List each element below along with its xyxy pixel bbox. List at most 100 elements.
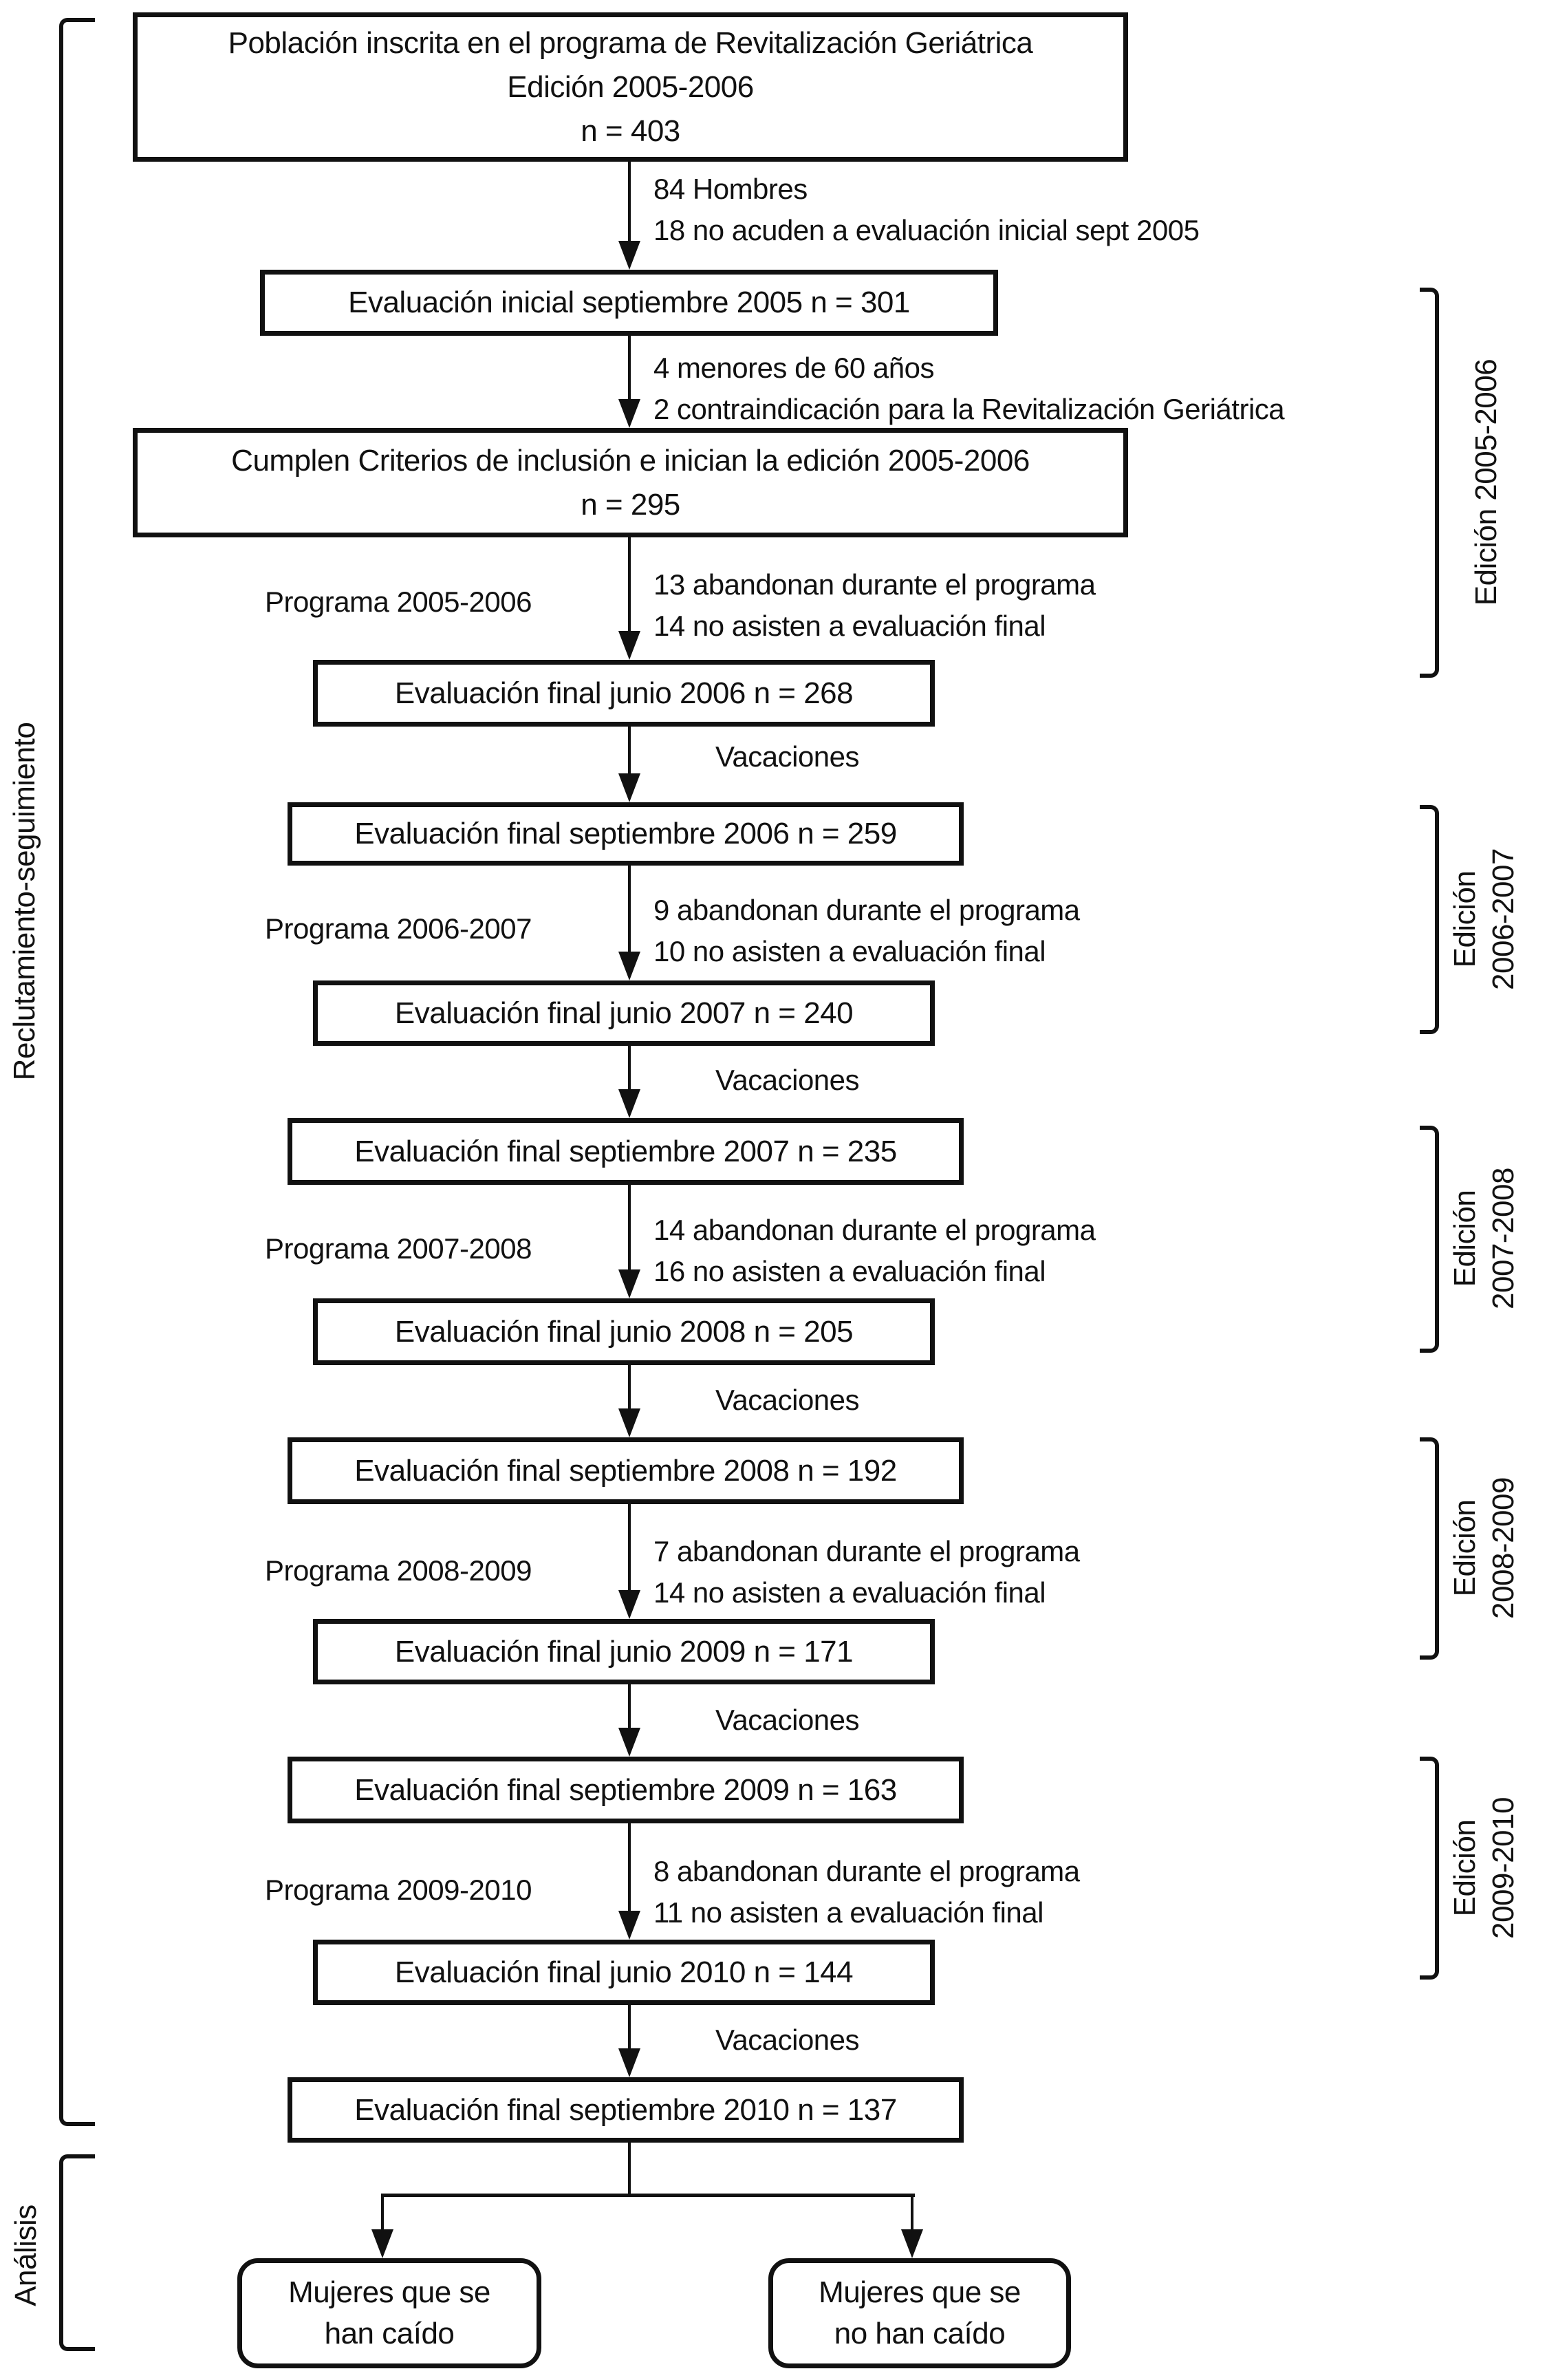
dropout-line: 18 no acuden a evaluación inicial sept 2… xyxy=(653,214,1200,246)
dropout-note-2007-2008: 14 abandonan durante el programa 16 no a… xyxy=(653,1210,1096,1292)
analysis-bracket xyxy=(59,2154,95,2351)
dropout-line: 4 menores de 60 años xyxy=(653,352,934,384)
box-final-sept-2009: Evaluación final septiembre 2009 n = 163 xyxy=(288,1757,964,1823)
box-text-line: n = 295 xyxy=(581,487,680,522)
program-label-2008-2009: Programa 2008-2009 xyxy=(265,1554,532,1587)
box-final-june-2008: Evaluación final junio 2008 n = 205 xyxy=(313,1298,935,1365)
edition-label-line: 2008-2009 xyxy=(1486,1477,1520,1619)
down-arrow xyxy=(371,2195,393,2258)
box-final-sept-2007: Evaluación final septiembre 2007 n = 235 xyxy=(288,1118,964,1185)
dropout-line: 14 no asisten a evaluación final xyxy=(653,1576,1046,1609)
down-arrow xyxy=(618,162,640,270)
dropout-line: 16 no asisten a evaluación final xyxy=(653,1255,1046,1287)
vacation-label: Vacaciones xyxy=(715,1384,860,1416)
box-text-line: n = 403 xyxy=(581,114,680,148)
split-stem xyxy=(628,2143,631,2196)
edition-label-2008-2009: Edición 2008-2009 xyxy=(1446,1404,1526,1693)
edition-label-line: 2006-2007 xyxy=(1486,848,1520,990)
edition-bracket-2008-2009 xyxy=(1420,1437,1439,1660)
dropout-line: 7 abandonan durante el programa xyxy=(653,1535,1080,1567)
box-text-line: no han caído xyxy=(834,2317,1006,2350)
box-outcome-non-fallers: Mujeres que se no han caído xyxy=(768,2258,1071,2368)
box-text-line: Evaluación final septiembre 2006 n = 259 xyxy=(354,817,897,850)
box-text-line: Edición 2005-2006 xyxy=(507,69,754,104)
dropout-line: 10 no asisten a evaluación final xyxy=(653,935,1046,967)
vacation-label: Vacaciones xyxy=(715,1064,860,1096)
edition-label-line: Edición xyxy=(1448,1819,1482,1917)
box-text-line: Evaluación inicial septiembre 2005 n = 3… xyxy=(348,286,910,319)
down-arrow xyxy=(618,1684,640,1757)
edition-bracket-2005-2006 xyxy=(1420,288,1439,678)
down-arrow xyxy=(618,1823,640,1940)
dropout-note-initial: 84 Hombres 18 no acuden a evaluación ini… xyxy=(653,169,1200,251)
program-label-2009-2010: Programa 2009-2010 xyxy=(265,1874,532,1906)
box-text-line: Evaluación final septiembre 2010 n = 137 xyxy=(354,2092,897,2127)
box-final-sept-2008: Evaluación final septiembre 2008 n = 192 xyxy=(288,1437,964,1504)
dropout-line: 11 no asisten a evaluación final xyxy=(653,1896,1043,1929)
program-label-2007-2008: Programa 2007-2008 xyxy=(265,1232,532,1265)
edition-bracket-2006-2007 xyxy=(1420,805,1439,1034)
dropout-line: 9 abandonan durante el programa xyxy=(653,894,1080,926)
edition-label-line: Edición xyxy=(1448,870,1482,968)
program-label-2006-2007: Programa 2006-2007 xyxy=(265,912,532,945)
recruitment-bracket xyxy=(59,18,95,2126)
edition-label-line: 2007-2008 xyxy=(1486,1168,1520,1309)
box-final-june-2007: Evaluación final junio 2007 n = 240 xyxy=(313,980,935,1046)
dropout-note-2009-2010: 8 abandonan durante el programa 11 no as… xyxy=(653,1851,1080,1933)
edition-bracket-2007-2008 xyxy=(1420,1126,1439,1353)
edition-label-2009-2010: Edición 2009-2010 xyxy=(1446,1724,1526,2013)
edition-label-line: Edición xyxy=(1448,1190,1482,1287)
dropout-line: 14 no asisten a evaluación final xyxy=(653,610,1046,642)
dropout-note-2005-2006: 13 abandonan durante el programa 14 no a… xyxy=(653,564,1096,647)
dropout-note-2008-2009: 7 abandonan durante el programa 14 no as… xyxy=(653,1531,1080,1614)
box-text-line: Cumplen Criterios de inclusión e inician… xyxy=(231,443,1030,478)
box-text-line: Evaluación final septiembre 2008 n = 192 xyxy=(354,1453,897,1488)
down-arrow xyxy=(618,727,640,802)
split-bar xyxy=(381,2194,915,2197)
analysis-phase-label: Análisis xyxy=(9,2205,43,2306)
dropout-line: 2 contraindicación para la Revitalizació… xyxy=(653,393,1285,425)
box-text-line: Evaluación final junio 2008 n = 205 xyxy=(394,1314,854,1349)
dropout-line: 8 abandonan durante el programa xyxy=(653,1855,1080,1887)
down-arrow xyxy=(618,866,640,980)
down-arrow xyxy=(618,336,640,428)
dropout-line: 13 abandonan durante el programa xyxy=(653,568,1096,601)
box-outcome-fallers: Mujeres que se han caído xyxy=(237,2258,541,2368)
dropout-note-2006-2007: 9 abandonan durante el programa 10 no as… xyxy=(653,890,1080,972)
box-text-line: Evaluación final septiembre 2007 n = 235 xyxy=(354,1134,897,1168)
box-text-line: Evaluación final septiembre 2009 n = 163 xyxy=(354,1772,897,1807)
down-arrow xyxy=(618,2005,640,2077)
box-enrolled-population: Población inscrita en el programa de Rev… xyxy=(133,12,1128,162)
vacation-label: Vacaciones xyxy=(715,2024,860,2056)
down-arrow xyxy=(618,1365,640,1437)
program-label-2005-2006: Programa 2005-2006 xyxy=(265,586,532,618)
dropout-line: 14 abandonan durante el programa xyxy=(653,1214,1096,1246)
edition-label-2005-2006: Edición 2005-2006 xyxy=(1469,358,1503,606)
edition-label-2007-2008: Edición 2007-2008 xyxy=(1446,1094,1526,1383)
box-final-june-2006: Evaluación final junio 2006 n = 268 xyxy=(313,660,935,727)
dropout-line: 84 Hombres xyxy=(653,173,808,205)
box-final-june-2010: Evaluación final junio 2010 n = 144 xyxy=(313,1940,935,2005)
down-arrow xyxy=(618,1185,640,1298)
box-text-line: Mujeres que se xyxy=(288,2275,490,2309)
edition-label-line: 2009-2010 xyxy=(1486,1797,1520,1939)
box-final-june-2009: Evaluación final junio 2009 n = 171 xyxy=(313,1619,935,1684)
box-text-line: Evaluación final junio 2006 n = 268 xyxy=(394,676,854,710)
down-arrow xyxy=(901,2195,923,2258)
vacation-label: Vacaciones xyxy=(715,1704,860,1736)
vacation-label: Vacaciones xyxy=(715,740,860,773)
box-final-sept-2006: Evaluación final septiembre 2006 n = 259 xyxy=(288,802,964,866)
recruitment-phase-label: Reclutamiento-seguimiento xyxy=(8,722,41,1081)
dropout-note-exclusions: 4 menores de 60 años 2 contraindicación … xyxy=(653,347,1285,430)
box-text-line: han caído xyxy=(324,2317,455,2350)
box-text-line: Evaluación final junio 2007 n = 240 xyxy=(394,996,854,1030)
box-text-line: Evaluación final junio 2010 n = 144 xyxy=(394,1955,854,1989)
down-arrow xyxy=(618,537,640,660)
box-text-line: Población inscrita en el programa de Rev… xyxy=(228,25,1033,60)
down-arrow xyxy=(618,1504,640,1619)
box-text-line: Mujeres que se xyxy=(819,2275,1021,2309)
down-arrow xyxy=(618,1046,640,1118)
edition-label-line: Edición xyxy=(1448,1499,1482,1597)
box-inclusion-criteria: Cumplen Criterios de inclusión e inician… xyxy=(133,428,1128,537)
